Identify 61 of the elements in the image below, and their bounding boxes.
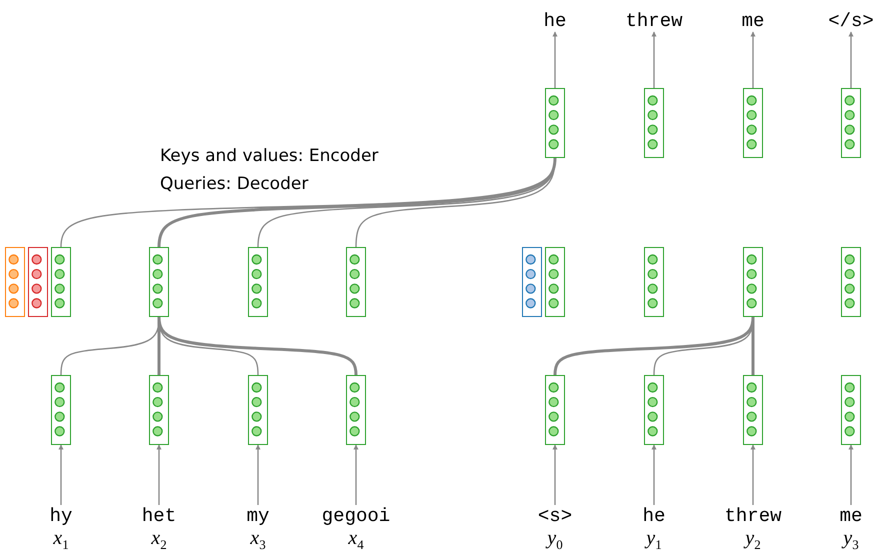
vector-box: [346, 375, 366, 445]
arrow: [353, 444, 359, 505]
arrow: [552, 31, 558, 88]
arrow: [58, 444, 64, 505]
token-text: he: [642, 505, 666, 527]
vector-box: [149, 375, 169, 445]
token-text: <s>: [538, 505, 572, 527]
variable-label: y$_{1}$: [646, 527, 662, 552]
arrow: [750, 444, 756, 505]
vector-box: [149, 247, 169, 317]
vector-box: [248, 375, 268, 445]
variable-label: y$_{2}$: [745, 527, 761, 552]
arrow: [848, 444, 854, 505]
attention-line: [752, 317, 754, 375]
vector-box: [644, 247, 664, 317]
token-text: threw: [724, 505, 782, 527]
variable-label: x$_{4}$: [348, 527, 364, 552]
arrow: [552, 444, 558, 505]
vector-box: [644, 375, 664, 445]
vector-box: [346, 247, 366, 317]
vector-box: [644, 88, 664, 158]
arrow: [750, 31, 756, 88]
vector-box: [28, 247, 48, 317]
vector-box: [841, 247, 861, 317]
variable-label: x$_{1}$: [53, 527, 69, 552]
vector-box: [248, 247, 268, 317]
arrow: [651, 31, 657, 88]
vector-box: [743, 247, 763, 317]
vector-box: [841, 375, 861, 445]
arrow: [156, 444, 162, 505]
vector-box: [51, 375, 71, 445]
annotation-text: Queries: Decoder: [160, 174, 308, 194]
token-text: me: [840, 505, 862, 527]
vector-box: [841, 88, 861, 158]
token-text: he: [544, 10, 566, 32]
attention-line: [158, 316, 358, 376]
variable-label: y$_{0}$: [547, 527, 563, 552]
vector-box: [743, 88, 763, 158]
vector-box: [545, 88, 565, 158]
token-text: het: [142, 505, 176, 527]
token-text: threw: [625, 10, 682, 32]
token-text: </s>: [828, 10, 874, 32]
vector-box: [5, 247, 25, 317]
vector-box: [743, 375, 763, 445]
vector-box: [51, 247, 71, 317]
token-text: hy: [50, 505, 72, 527]
token-text: my: [246, 505, 270, 527]
variable-label: x$_{3}$: [250, 527, 266, 552]
arrow: [848, 31, 854, 88]
arrow: [651, 444, 657, 505]
variable-label: y$_{3}$: [843, 527, 859, 552]
token-text: gegooi: [322, 505, 390, 527]
arrow: [255, 444, 261, 505]
vector-box: [545, 375, 565, 445]
token-text: me: [742, 10, 764, 32]
vector-box: [522, 247, 542, 317]
attention-line: [158, 158, 556, 248]
attention-line: [355, 158, 556, 248]
vector-box: [545, 247, 565, 317]
variable-label: x$_{2}$: [151, 527, 167, 552]
annotation-text: Keys and values: Encoder: [160, 146, 378, 166]
